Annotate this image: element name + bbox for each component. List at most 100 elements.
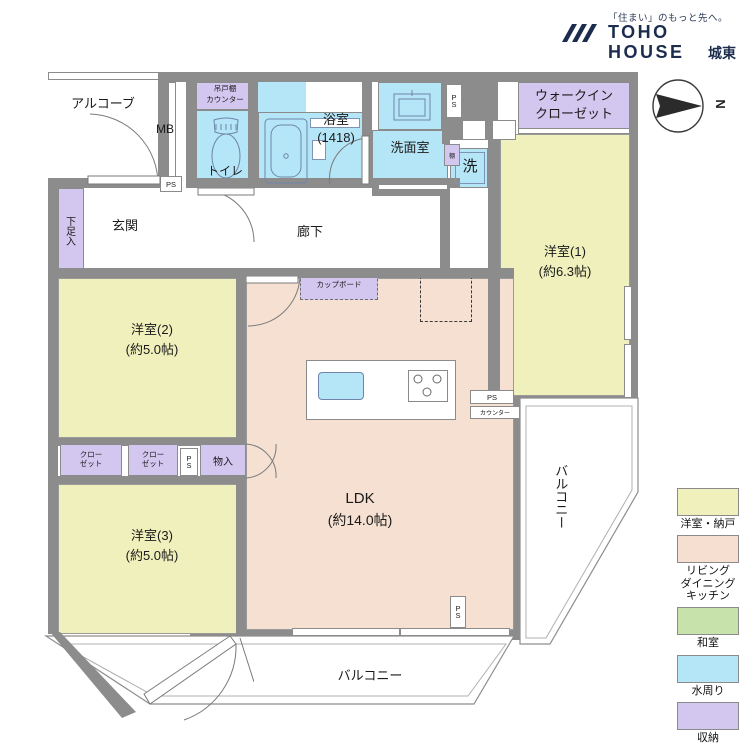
window-room1-b	[624, 344, 632, 398]
legend-item-3: 水周り	[668, 654, 748, 697]
brand-logo: 「住まい」のもっと先へ。 TOHO HOUSE 城東	[560, 8, 745, 62]
bathtub-icon	[264, 118, 308, 184]
label-room3: 洋室(3)	[131, 528, 173, 543]
label-balcony-bottom: バルコニー	[337, 668, 403, 683]
room-ldk	[246, 278, 514, 630]
closet-a-label-2: ゼット	[79, 459, 103, 468]
entrance-door-icon	[87, 113, 161, 185]
balcony-right-outline	[519, 397, 639, 645]
label-cupboard: カップボード	[316, 280, 362, 289]
label-bath: 浴室	[322, 112, 349, 127]
ps-duct-ldk-side: PS	[470, 390, 514, 404]
niche-box-1	[462, 120, 486, 140]
washer-icon	[455, 152, 485, 184]
label-corridor: 廊下	[296, 224, 323, 239]
legend: 洋室・納戸 リビング ダイニング キッチン 和室 水周り 収納	[668, 488, 748, 749]
monoire-label: 物入	[213, 456, 233, 468]
ps-label-ldk-side: PS	[486, 392, 497, 402]
closet-b-label-1: クロー	[141, 450, 165, 460]
angled-wall-door-icon	[50, 632, 254, 721]
legend-item-0: 洋室・納戸	[668, 488, 748, 530]
room-walk-in-closet	[518, 82, 630, 134]
label-genkan: 玄関	[111, 218, 138, 233]
brand-suffix: 城東	[708, 45, 736, 61]
wall-closet-bottom	[58, 476, 246, 484]
label-mb: MB	[156, 122, 174, 136]
washroom-vanity-area	[378, 82, 442, 130]
storage-monoire: 物入	[200, 444, 246, 476]
toilet-icon	[211, 117, 241, 179]
label-washroom: 洗面室	[390, 140, 430, 155]
label-balcony-right: バルコニー	[553, 463, 569, 529]
legend-label-0: 洋室・納戸	[680, 518, 736, 530]
ps-label-top-2: S	[451, 100, 457, 109]
ps-label-bottom-1: P	[455, 603, 461, 613]
wic-opening	[518, 128, 630, 134]
label-ldk-size: (約14.0帖)	[327, 512, 393, 528]
legend-swatch-4	[677, 701, 739, 730]
room-shoe-cabinet	[58, 188, 84, 272]
closet-a: クロー ゼット	[60, 444, 122, 476]
toho-house-logo-icon	[562, 24, 597, 42]
wall-right-lower	[510, 400, 520, 640]
label-washer: 洗	[462, 158, 478, 175]
wall-corridor-top	[196, 178, 460, 188]
label-room1-size: (約6.3帖)	[538, 264, 592, 279]
sink-icon	[393, 90, 431, 121]
label-alcove: アルコーブ	[71, 96, 135, 111]
bath-door-panel	[312, 140, 326, 160]
legend-label-4: 収納	[697, 731, 719, 744]
ps-label-closet-2: S	[186, 461, 192, 470]
label-room3-size: (約5.0帖)	[125, 548, 179, 563]
bath-door-icon	[329, 135, 370, 185]
legend-item-2: 和室	[668, 607, 748, 649]
label-toilet-shelf-2: カウンター	[206, 95, 244, 104]
wall-top	[158, 72, 638, 82]
wall-ldk-top	[246, 268, 514, 278]
wall-closet-top	[58, 438, 246, 446]
legend-swatch-1	[677, 535, 739, 564]
legend-label-3: 水周り	[691, 684, 725, 697]
niche-box-2	[492, 120, 516, 140]
refrigerator-space	[420, 276, 472, 322]
shelf-label: 棚	[448, 153, 455, 160]
wall-toilet-left	[186, 82, 196, 188]
wall-toilet-right	[248, 82, 258, 188]
legend-swatch-3	[677, 654, 739, 683]
ps-label-closet-1: P	[186, 453, 192, 463]
window-room1-a	[624, 286, 632, 340]
wall-room3-right	[236, 484, 246, 634]
toilet-door-icon	[197, 188, 255, 243]
label-toilet-shelf-1: 吊戸棚	[213, 84, 237, 93]
shelf-box: 棚	[444, 144, 460, 166]
legend-swatch-0	[677, 488, 739, 516]
room-western-2	[58, 278, 246, 438]
ps-label-top-1: P	[451, 92, 457, 102]
label-bath-size: (1418)	[317, 130, 355, 145]
legend-item-1: リビング ダイニング キッチン	[668, 535, 748, 602]
room-western-1	[500, 134, 630, 396]
room2-door-icon	[246, 276, 301, 327]
label-wic-2: クローゼット	[534, 106, 613, 121]
label-room2-size: (約5.0帖)	[125, 342, 179, 357]
label-room2: 洋室(2)	[131, 322, 173, 337]
counter-label: カウンター	[479, 411, 510, 417]
wall-room2-top	[58, 268, 246, 278]
room-western-3	[58, 484, 246, 634]
bath-shelf	[310, 118, 360, 128]
legend-item-4: 収納	[668, 701, 748, 744]
legend-label-2: 和室	[697, 637, 719, 650]
alcove-top-sash	[48, 72, 160, 80]
wall-wic-left	[488, 82, 498, 140]
closet-b: クロー ゼット	[128, 444, 178, 476]
wall-room2-right	[236, 278, 246, 438]
wall-bath-right	[362, 82, 372, 188]
label-room1: 洋室(1)	[544, 244, 586, 259]
legend-label-1: リビング ダイニング キッチン	[680, 565, 736, 602]
legend-swatch-2	[677, 607, 739, 636]
label-ldk: LDK	[345, 490, 375, 507]
wall-washroom-bottom	[372, 188, 450, 196]
compass-icon	[652, 79, 704, 133]
label-shoe-cabinet: 下足入	[63, 216, 75, 246]
